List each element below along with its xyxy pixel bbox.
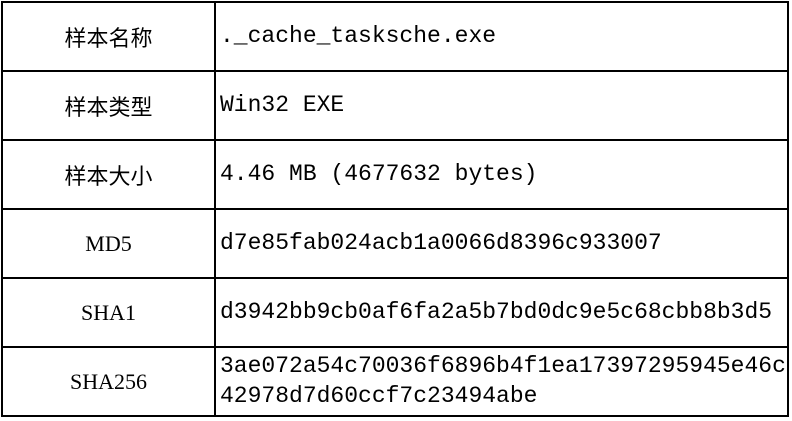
row-sample-name: 样本名称 ._cache_tasksche.exe [1, 1, 789, 72]
sample-name-label: 样本名称 [1, 1, 216, 72]
md5-label: MD5 [1, 208, 216, 279]
sample-type-label: 样本类型 [1, 70, 216, 141]
sample-size-label: 样本大小 [1, 139, 216, 210]
sample-type-value: Win32 EXE [214, 70, 789, 141]
row-sample-size: 样本大小 4.46 MB (4677632 bytes) [1, 139, 789, 210]
md5-value: d7e85fab024acb1a0066d8396c933007 [214, 208, 789, 279]
row-sha256: SHA256 3ae072a54c70036f6896b4f1ea1739729… [1, 346, 789, 417]
sha1-label: SHA1 [1, 277, 216, 348]
sha256-value: 3ae072a54c70036f6896b4f1ea17397295945e46… [214, 346, 789, 417]
row-sample-type: 样本类型 Win32 EXE [1, 70, 789, 141]
sha1-value: d3942bb9cb0af6fa2a5b7bd0dc9e5c68cbb8b3d5 [214, 277, 789, 348]
row-md5: MD5 d7e85fab024acb1a0066d8396c933007 [1, 208, 789, 279]
sample-size-value: 4.46 MB (4677632 bytes) [214, 139, 789, 210]
row-sha1: SHA1 d3942bb9cb0af6fa2a5b7bd0dc9e5c68cbb… [1, 277, 789, 348]
sample-name-value: ._cache_tasksche.exe [214, 1, 789, 72]
sha256-label: SHA256 [1, 346, 216, 417]
